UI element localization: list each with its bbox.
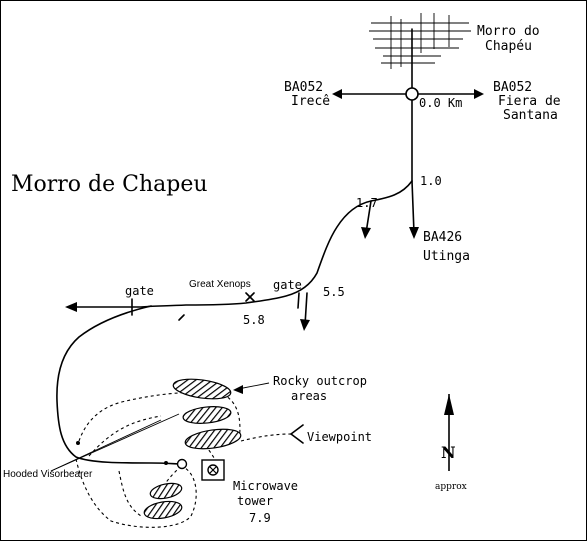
viewpoint-symbol	[290, 424, 304, 444]
west-road-dest: Irecê	[291, 94, 330, 109]
west-road-code: BA052	[284, 80, 323, 95]
distance-5: 7.9	[249, 511, 271, 525]
distance-2: 1.7	[356, 196, 378, 210]
rocky-outcrops	[143, 378, 242, 520]
map-title: Morro de Chapeu	[11, 172, 208, 197]
south-road-code: BA426	[423, 230, 462, 245]
north-arrow-icon	[444, 394, 454, 471]
microwave-tower-icon	[201, 459, 225, 481]
east-road-dest-2: Santana	[503, 108, 558, 123]
gate-east-label: gate	[273, 278, 302, 292]
rocky-label-2: areas	[291, 389, 327, 403]
north-approx: approx	[435, 482, 467, 492]
town-label-1: Morro do	[477, 24, 540, 39]
hooded-visorbearer-label: Hooded Visorbearer	[3, 469, 93, 480]
east-road-dest-1: Fiera de	[498, 94, 561, 109]
great-xenops-label: Great Xenops	[189, 279, 251, 290]
trails	[75, 391, 292, 528]
great-xenops-marker	[245, 292, 255, 302]
viewpoint-label: Viewpoint	[307, 430, 372, 444]
south-loop	[56, 305, 182, 465]
microwave-label-2: tower	[237, 494, 273, 508]
town-label-2: Chapéu	[485, 39, 532, 54]
gate-west-label: gate	[125, 284, 154, 298]
ba426-road	[411, 180, 415, 234]
distance-3: 5.5	[323, 285, 345, 299]
distance-1: 1.0	[420, 174, 442, 188]
east-road-code: BA052	[493, 80, 532, 95]
route-road	[72, 180, 413, 308]
rocky-label-1: Rocky outcrop	[273, 374, 367, 388]
distance-start: 0.0 Km	[419, 96, 462, 110]
distance-4: 5.8	[243, 313, 265, 327]
microwave-label-1: Microwave	[233, 479, 298, 493]
town-grid	[369, 13, 471, 69]
north-letter: N	[441, 443, 456, 462]
junction-marker	[405, 87, 419, 101]
south-road-dest: Utinga	[423, 249, 470, 264]
